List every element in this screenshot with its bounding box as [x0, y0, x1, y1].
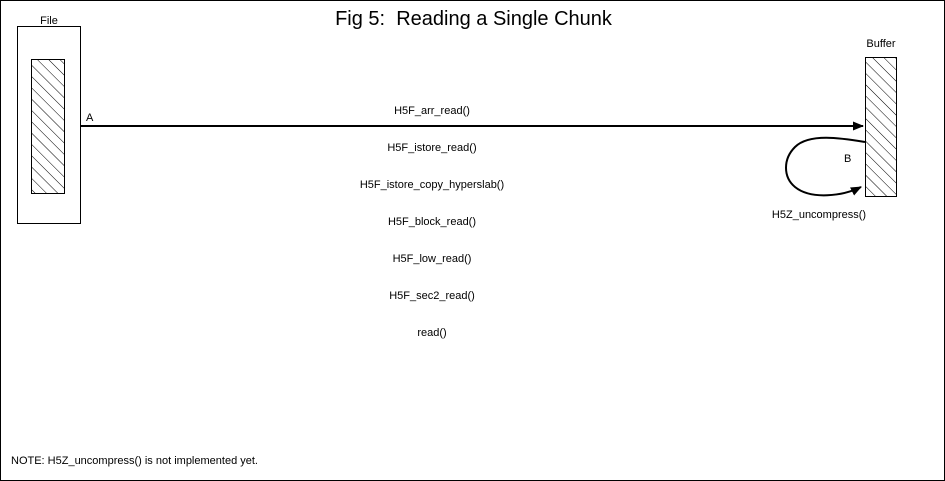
- call-stack-fn-6: H5F_sec2_read(): [389, 290, 475, 302]
- buffer-box-hatched: [865, 57, 897, 197]
- call-stack-labels: H5F_arr_read() H5F_istore_read() H5F_ist…: [296, 82, 568, 363]
- call-stack-fn-7: read(): [417, 327, 447, 339]
- figure-title: Fig 5: Reading a Single Chunk: [335, 8, 612, 30]
- call-stack-fn-5: H5F_low_read(): [392, 253, 472, 265]
- call-stack-fn-1: H5F_arr_read(): [394, 105, 470, 117]
- uncompress-loop-arrow-b: [785, 136, 866, 197]
- marker-label-a: A: [86, 112, 94, 124]
- marker-label-b: B: [844, 153, 852, 165]
- call-stack-fn-3: H5F_istore_copy_hyperslab(): [359, 179, 505, 191]
- call-stack-fn-2: H5F_istore_read(): [387, 142, 477, 154]
- file-box-label: File: [40, 15, 58, 27]
- uncompress-loop-label: H5Z_uncompress(): [771, 209, 867, 221]
- buffer-box-label: Buffer: [866, 38, 896, 50]
- file-chunk-hatched: [31, 59, 65, 194]
- call-stack-fn-4: H5F_block_read(): [387, 216, 477, 228]
- figure-note: NOTE: H5Z_uncompress() is not implemente…: [11, 455, 258, 467]
